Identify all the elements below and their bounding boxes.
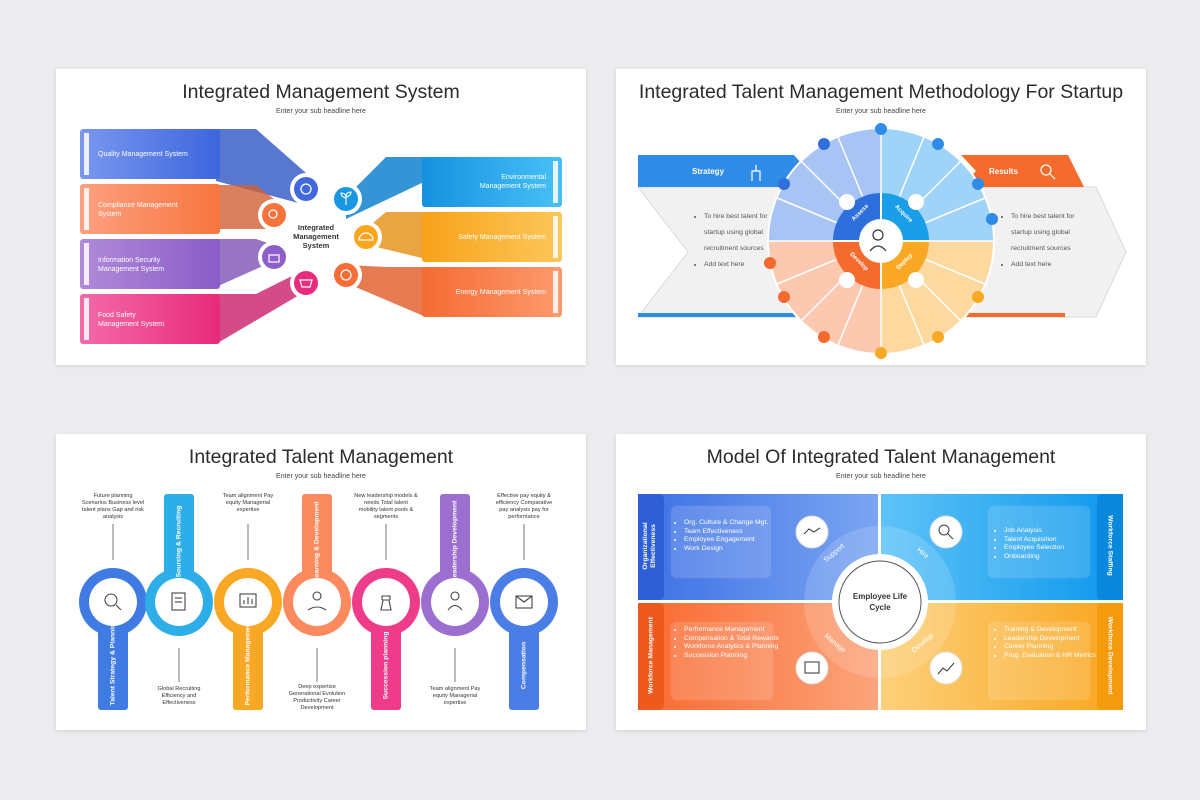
slide-subtitle: Enter your sub headline here: [836, 473, 926, 480]
step-text-sourcing: Global Recruiting Efficiency and Effecti…: [157, 686, 201, 706]
list-item: Employee Selection: [1004, 544, 1100, 553]
left-item-infosec: Information Security Management System: [98, 257, 165, 273]
strategy-chess-icon: [751, 165, 761, 181]
list-item: Training & Development: [1004, 626, 1102, 635]
results-magnifier-icon: [1040, 164, 1056, 180]
list-item: Career Planning: [1004, 643, 1102, 652]
slide-subtitle: Enter your sub headline here: [276, 473, 366, 480]
gear-shield-icon: [290, 173, 322, 205]
step-text-learning: Deep expertise Generational Evolution Pr…: [288, 684, 346, 711]
slide-model-talent-management: Model Of Integrated Talent Management En…: [616, 434, 1146, 730]
safety-helmet-icon: [350, 221, 382, 253]
slide-integrated-management-system: Integrated Management System Enter your …: [56, 69, 586, 365]
list-item: Team Effectiveness: [684, 528, 780, 537]
list-item: Leadership Development: [1004, 635, 1102, 644]
slide-title: Integrated Talent Management Methodology…: [638, 81, 1124, 103]
slide-title: Integrated Management System: [182, 81, 460, 103]
list-item: Job Analysis: [1004, 527, 1100, 536]
right-item-environmental: Environmental Management System: [479, 174, 546, 190]
list-workforce-development: Training & Development Leadership Develo…: [996, 626, 1102, 660]
lifecycle-model: [638, 494, 1123, 710]
slide-title: Integrated Talent Management: [188, 446, 454, 468]
step-label-sourcing: Sourcing & Recruiting: [175, 505, 183, 578]
chess-rook-icon: [380, 595, 392, 611]
center-label: Integrated Management System: [293, 223, 339, 250]
tab-workforce-staffing: Workforce Staffing: [1106, 515, 1114, 576]
envelope-money-icon: [515, 595, 533, 609]
bullet: To hire best talent for startup using gl…: [704, 209, 776, 257]
strategy-label: Strategy: [692, 167, 725, 176]
bullet: Add text here: [704, 257, 776, 273]
tab-organizational-effectiveness: Organizational Effectiveness: [642, 522, 657, 570]
list-workforce-staffing: Job Analysis Talent Acquisition Employee…: [996, 527, 1100, 561]
tab-workforce-management: Workforce Management: [647, 617, 655, 694]
step-label-performance: Performance Management: [244, 620, 252, 706]
strategy-bullets: To hire best talent for startup using gl…: [694, 209, 776, 273]
user-search-icon: [258, 199, 290, 231]
document-checklist-icon: [171, 592, 186, 611]
results-bullets: To hire best talent for startup using gl…: [1001, 209, 1083, 273]
list-workforce-management: Performance Management Compensation & To…: [676, 626, 782, 660]
right-item-energy: Energy Management System: [455, 289, 546, 296]
list-item: Work Design: [684, 545, 780, 554]
left-item-quality: Quality Management System: [98, 151, 188, 158]
tab-workforce-development: Workforce Development: [1106, 616, 1114, 695]
manage-board-icon: [795, 651, 829, 685]
step-label-leadership: Leadership Development: [451, 500, 459, 582]
step-text-compensation: Effective pay equity & efficiency Compar…: [495, 493, 553, 520]
slide-title: Model Of Integrated Talent Management: [706, 446, 1056, 468]
talent-chain: [79, 494, 558, 710]
chart-board-icon: [239, 593, 257, 608]
step-text-succession: New leadership models & needs Total tale…: [354, 493, 418, 520]
person-star-icon: [859, 219, 903, 263]
bullet: Add text here: [1011, 257, 1083, 273]
slide-subtitle: Enter your sub headline here: [836, 108, 926, 115]
step-label-learning: Learning & Development: [313, 501, 321, 582]
energy-gear-icon: [330, 259, 362, 291]
plant-icon: [330, 183, 362, 215]
step-text-leadership: Team alignment Pay equity Managerial exp…: [429, 686, 481, 706]
handshake-icon: [795, 515, 829, 549]
list-item: Performance Management: [684, 626, 782, 635]
slide-subtitle: Enter your sub headline here: [276, 108, 366, 115]
list-item: Compensation & Total Rewards: [684, 635, 782, 644]
list-item: Succession Planning: [684, 652, 782, 661]
left-item-food-safety: Food Safety Management System: [98, 312, 165, 328]
bullet: To hire best talent for startup using gl…: [1011, 209, 1083, 257]
ims-diagram: [80, 129, 562, 344]
list-item: Onboarding: [1004, 553, 1100, 562]
center-label: Employee Life Cycle: [852, 592, 908, 612]
methodology-wheel: [636, 123, 1127, 359]
gear-magnifier-icon: [104, 593, 122, 611]
step-label-talent-strategy: Talent Strategy & Planning: [109, 619, 117, 706]
list-item: Talent Acquisition: [1004, 536, 1100, 545]
book-lightbulb-icon: [307, 591, 327, 611]
left-item-compliance: Compliance Management System: [98, 202, 178, 218]
leader-team-icon: [447, 591, 463, 611]
list-item: Prog. Evaluation & HR Metrics: [1004, 652, 1102, 661]
food-basket-icon: [290, 267, 322, 299]
step-text-talent-strategy: Future planning Scenarios Business level…: [81, 493, 145, 520]
list-item: Org. Culture & Change Mgt.: [684, 519, 780, 528]
develop-growth-icon: [929, 651, 963, 685]
list-item: Employee Engagement: [684, 536, 780, 545]
slide-talent-methodology: Integrated Talent Management Methodology…: [616, 69, 1146, 365]
security-lock-icon: [258, 241, 290, 273]
list-item: Workforce Analytics & Planning: [684, 643, 782, 652]
step-label-compensation: Compensation: [520, 641, 528, 690]
list-organizational-effectiveness: Org. Culture & Change Mgt. Team Effectiv…: [676, 519, 780, 553]
right-item-safety: Safety Management System: [458, 234, 546, 241]
step-text-performance: Team alignment Pay equity Managerial exp…: [222, 493, 274, 513]
slide-integrated-talent-management: Integrated Talent Management Enter your …: [56, 434, 586, 730]
step-label-succession: Succession planning: [382, 631, 390, 700]
results-label: Results: [989, 167, 1018, 176]
hire-search-icon: [929, 515, 963, 549]
